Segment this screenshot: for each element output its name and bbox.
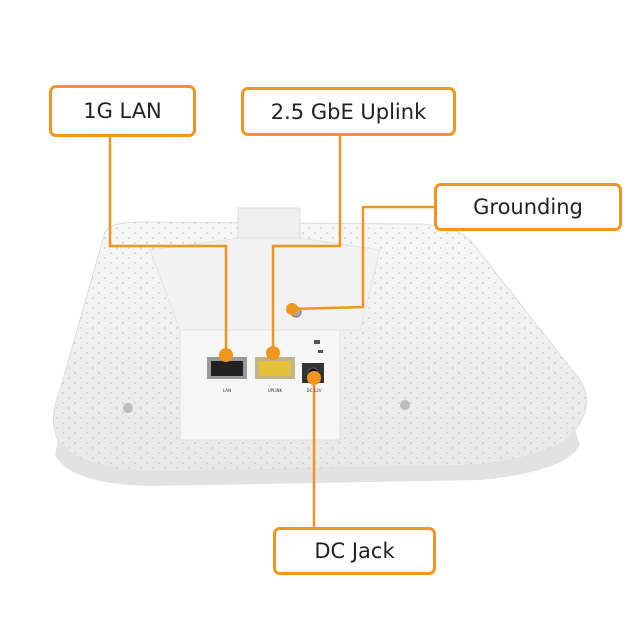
uplink-marker-dot	[266, 346, 280, 360]
uplink-port	[255, 357, 295, 379]
lan-marker-dot	[219, 348, 233, 362]
callout-1g-lan: 1G LAN	[49, 85, 196, 137]
callout-grounding: Grounding	[434, 183, 622, 231]
power-port-label: DC 12V	[307, 388, 322, 393]
mount-bracket	[237, 207, 301, 239]
grounding-marker-dot	[286, 303, 298, 315]
grounding-leader-line	[291, 205, 434, 311]
lan-port-label: LAN	[223, 388, 231, 393]
lan-port	[207, 357, 247, 379]
uplink-port-label: UPLINK	[268, 388, 283, 393]
uplink-leader-line	[271, 135, 342, 353]
dc-jack-marker-dot	[307, 371, 321, 385]
lan-leader-line	[108, 136, 228, 355]
callout-uplink: 2.5 GbE Uplink	[241, 87, 456, 136]
leader-lines	[108, 135, 434, 527]
port-panel	[179, 329, 341, 441]
callout-dc-jack: DC Jack	[273, 527, 436, 575]
device-rim	[55, 430, 580, 486]
